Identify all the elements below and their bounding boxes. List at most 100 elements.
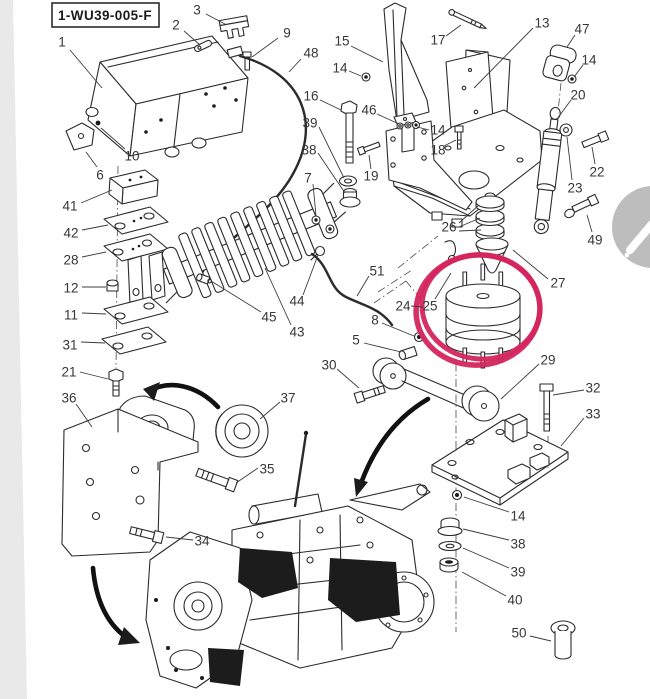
leader-line bbox=[302, 254, 319, 296]
bolt-49-drawing bbox=[564, 193, 600, 219]
bolt-32-drawing bbox=[539, 383, 554, 432]
leader-line bbox=[81, 224, 109, 231]
callout-number: 45 bbox=[261, 310, 276, 325]
callout-number: 12 bbox=[63, 281, 78, 296]
leader-line bbox=[573, 64, 584, 78]
tank-assembly-drawing bbox=[65, 15, 252, 158]
callout-31: 31 bbox=[62, 338, 106, 353]
leader-line bbox=[416, 126, 430, 131]
washer-23-drawing bbox=[559, 123, 573, 137]
clevis-47-drawing bbox=[542, 44, 577, 82]
callout-number: 14 bbox=[581, 53, 597, 68]
callout-number: 23 bbox=[567, 181, 582, 196]
bushing-chain-drawing bbox=[437, 489, 463, 573]
callout-number: 15 bbox=[334, 34, 349, 49]
leader-line bbox=[363, 342, 402, 353]
leader-line bbox=[312, 183, 317, 217]
callout-number: 34 bbox=[194, 534, 210, 549]
bolt-30-drawing bbox=[353, 385, 386, 404]
leader-line bbox=[512, 249, 549, 280]
callout-number: 38 bbox=[510, 537, 525, 552]
callout-number: 29 bbox=[540, 353, 555, 368]
callout-number: 43 bbox=[289, 325, 304, 340]
hose-51-drawing bbox=[310, 252, 394, 327]
washer-39-drawing bbox=[438, 540, 462, 552]
callout-41: 41 bbox=[62, 189, 113, 214]
fitting-44-drawing bbox=[310, 245, 326, 261]
callout-2: 2 bbox=[172, 18, 201, 46]
bolt-21-drawing bbox=[108, 368, 124, 397]
bolt-35-drawing bbox=[195, 467, 239, 493]
callout-number: 2 bbox=[172, 18, 180, 33]
callout-5: 5 bbox=[352, 333, 402, 353]
spacer-12-drawing bbox=[106, 279, 119, 292]
plate-42-drawing bbox=[103, 206, 169, 235]
leader-line bbox=[443, 139, 457, 147]
leader-line bbox=[318, 126, 345, 179]
callout-number: 47 bbox=[574, 22, 589, 37]
callout-number: 14 bbox=[430, 123, 446, 138]
callout-number: 16 bbox=[303, 89, 318, 104]
callout-labels: 1239481064142281211312136151416393874619… bbox=[58, 3, 605, 642]
leader-line bbox=[529, 635, 552, 642]
callout-number: 27 bbox=[550, 276, 565, 291]
callout-44: 44 bbox=[289, 254, 319, 309]
callout-number: 35 bbox=[259, 462, 274, 477]
callout-number: 21 bbox=[61, 365, 76, 380]
callout-24: 24 bbox=[395, 299, 424, 314]
callout-11: 11 bbox=[64, 308, 107, 323]
leader-line bbox=[317, 152, 346, 194]
bolt-22-drawing bbox=[581, 130, 610, 149]
callout-number: 38 bbox=[301, 143, 316, 158]
leader-line bbox=[463, 496, 510, 513]
callout-number: 48 bbox=[303, 46, 318, 61]
callout-number: 30 bbox=[321, 358, 336, 373]
callout-number: 9 bbox=[283, 26, 291, 41]
callout-16: 16 bbox=[303, 89, 342, 111]
leader-line bbox=[251, 37, 279, 58]
cone-27-drawing bbox=[475, 237, 509, 274]
callout-8: 8 bbox=[371, 313, 415, 337]
bolt-34-drawing bbox=[129, 526, 165, 544]
callout-25: 25 bbox=[422, 272, 452, 314]
screw-10-drawing bbox=[95, 120, 101, 126]
callout-14: 14 bbox=[416, 123, 446, 138]
callout-42: 42 bbox=[63, 224, 109, 241]
part-code-text: 1-WU39-005-F bbox=[58, 8, 152, 23]
leader-line bbox=[462, 547, 510, 569]
plate-31-drawing bbox=[101, 326, 167, 355]
plate-stack-drawing bbox=[101, 169, 169, 397]
callout-43: 43 bbox=[264, 267, 305, 340]
callout-14: 14 bbox=[332, 61, 362, 77]
callout-number: 31 bbox=[62, 338, 77, 353]
leader-line bbox=[183, 30, 201, 46]
plate-33-drawing bbox=[431, 383, 569, 506]
leader-line bbox=[75, 403, 93, 428]
callout-number: 39 bbox=[302, 116, 317, 131]
callout-number: 36 bbox=[61, 391, 76, 406]
callout-number: 3 bbox=[193, 3, 201, 18]
leader-line bbox=[566, 136, 573, 181]
callout-number: 14 bbox=[332, 61, 348, 76]
callout-35: 35 bbox=[235, 462, 275, 484]
callout-30: 30 bbox=[321, 358, 360, 389]
callout-number: 51 bbox=[369, 264, 384, 279]
callout-12: 12 bbox=[63, 281, 106, 296]
callout-47: 47 bbox=[566, 22, 590, 48]
part-code-box: 1-WU39-005-F bbox=[51, 2, 160, 28]
callout-7: 7 bbox=[304, 171, 317, 217]
callout-number: 33 bbox=[585, 407, 600, 422]
callout-20: 20 bbox=[556, 88, 586, 120]
callout-15: 15 bbox=[334, 34, 384, 63]
nut-40-drawing bbox=[439, 557, 459, 573]
leader-line bbox=[458, 229, 482, 232]
nut-4-drawing bbox=[325, 224, 335, 234]
callout-number: 8 bbox=[371, 313, 379, 328]
callout-number: 44 bbox=[289, 294, 305, 309]
edit-watermark-icon[interactable] bbox=[612, 186, 650, 268]
callout-10: 10 bbox=[100, 127, 140, 164]
callout-number: 24 bbox=[395, 299, 411, 314]
bracket-28-drawing bbox=[103, 233, 169, 305]
